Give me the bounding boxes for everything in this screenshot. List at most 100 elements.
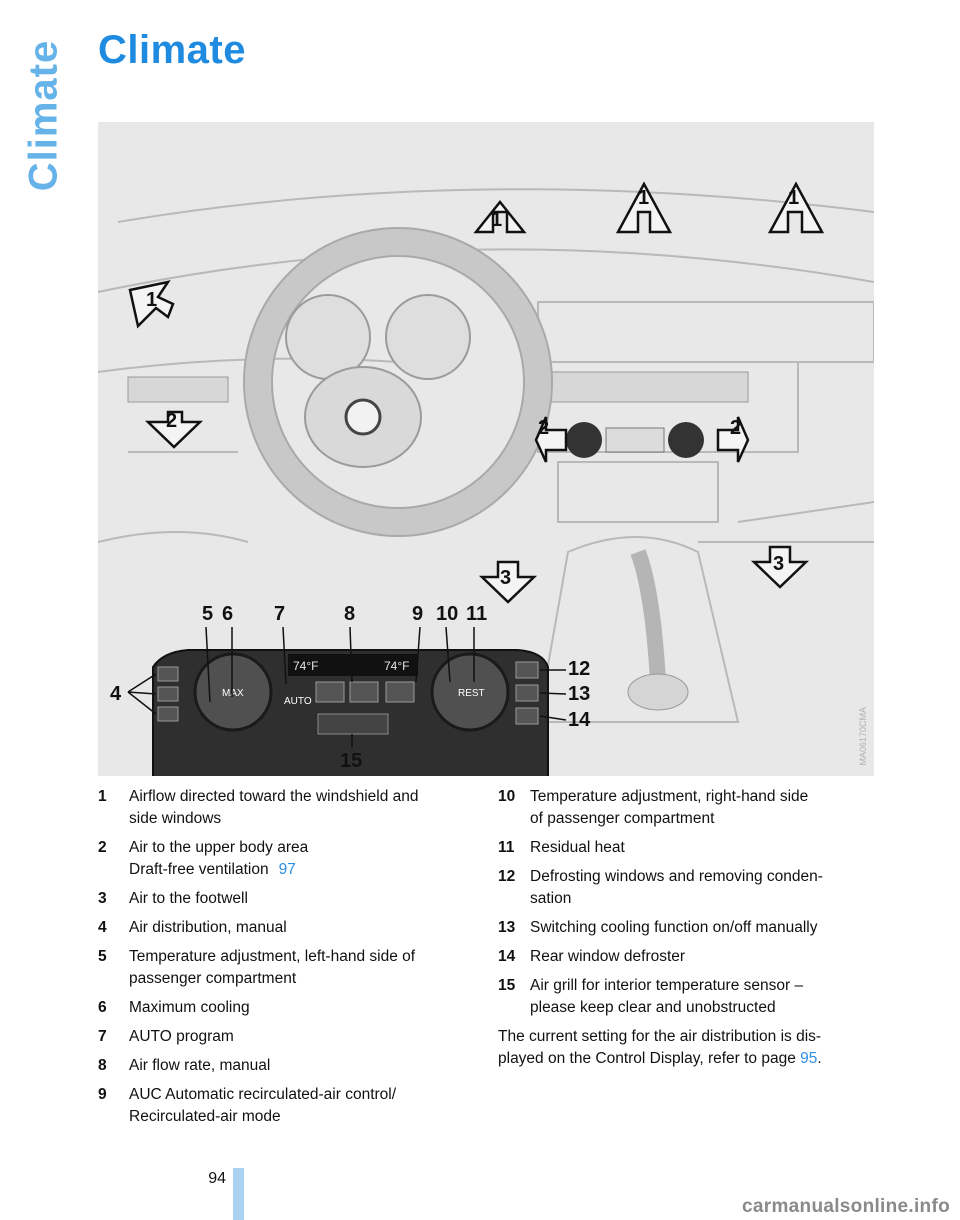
temp-left-display: 74°F	[293, 659, 318, 673]
arrow-1b	[615, 181, 673, 234]
legend-item-number: 11	[498, 839, 515, 856]
legend-item: 6 Maximum cooling	[98, 997, 470, 1019]
arrow-1c	[767, 181, 825, 234]
max-label: MAX	[222, 688, 244, 699]
callout-2b: 2	[538, 417, 549, 439]
legend-item-text: Air distribution, manual	[129, 919, 287, 936]
callout-5: 5	[202, 603, 213, 625]
callout-1b: 1	[638, 187, 649, 209]
callout-1a: 1	[491, 209, 502, 231]
arrow-1a	[473, 199, 527, 234]
callout-13: 13	[568, 683, 590, 705]
legend-item-text: side windows	[129, 810, 222, 827]
section-tab: Climate	[21, 39, 66, 191]
callout-2c: 2	[730, 417, 741, 439]
cockpit-drawing: 74°F 74°F MAX AUTO REST 1 1 1	[98, 181, 874, 776]
legend-item: 7 AUTO program	[98, 1026, 470, 1048]
legend-item-text: Draft-free ventilation	[129, 861, 269, 878]
legend-item-number: 7	[98, 1028, 107, 1045]
page-title: Climate	[98, 28, 246, 72]
legend-item-number: 2	[98, 839, 107, 856]
legend-item-text: Airflow directed toward the windshield a…	[129, 788, 419, 805]
airflow-arrows	[128, 181, 825, 604]
page-number: 94	[208, 1170, 226, 1187]
callout-3b: 3	[773, 553, 784, 575]
watermark: carmanualsonline.info	[742, 1196, 950, 1217]
rear-defrost-button	[515, 707, 539, 725]
defrost-button	[515, 661, 539, 679]
air-dist-mid-button	[157, 686, 179, 702]
legend-item-text: Rear window defroster	[530, 948, 686, 965]
legend-item-text: please keep clear and unobstructed	[530, 999, 776, 1016]
legend-item-text: Air to the upper body area	[129, 839, 309, 856]
callout-15: 15	[340, 750, 362, 772]
legend-item: 11 Residual heat	[498, 837, 870, 859]
legend-item-number: 13	[498, 919, 516, 936]
recirc-button	[385, 681, 415, 703]
callout-10: 10	[436, 603, 458, 625]
page-marker-bar	[233, 1168, 244, 1220]
arrow-3b	[750, 545, 810, 589]
legend-item-text: Recirculated-air mode	[129, 1108, 281, 1125]
fan-up-button	[349, 681, 379, 703]
section-tab-label: Climate	[21, 39, 66, 191]
legend-item-number: 12	[498, 868, 516, 885]
display-note: The current setting for the air distribu…	[498, 1026, 870, 1070]
legend-item-text: passenger compartment	[129, 970, 297, 987]
legend-item-text: AUTO program	[129, 1028, 234, 1045]
arrow-1d	[128, 280, 175, 329]
callout-14: 14	[568, 709, 591, 731]
legend-item-text: Defrosting windows and removing conden-	[530, 868, 823, 885]
legend-item-text: Temperature adjustment, left-hand side o…	[129, 948, 416, 965]
page-reference-link[interactable]: 95	[800, 1050, 818, 1067]
callout-6: 6	[222, 603, 233, 625]
callout-8: 8	[344, 603, 355, 625]
page-reference-link[interactable]: 97	[278, 861, 296, 878]
legend-item-text: Air flow rate, manual	[129, 1057, 271, 1074]
callout-9: 9	[412, 603, 423, 625]
legend-item-text: sation	[530, 890, 572, 907]
callout-1c: 1	[788, 187, 799, 209]
legend-item-text: Air to the footwell	[129, 890, 248, 907]
air-dist-bottom-button	[157, 706, 179, 722]
legend-item-number: 6	[98, 999, 107, 1016]
fan-down-button	[315, 681, 345, 703]
legend-item-number: 10	[498, 788, 516, 805]
climate-control-illustration: 74°F 74°F MAX AUTO REST 1 1 1	[98, 122, 874, 776]
legend-item-number: 1	[98, 788, 107, 805]
legend-item: 8 Air flow rate, manual	[98, 1055, 470, 1077]
legend-item-text: Maximum cooling	[129, 999, 250, 1016]
legend-item-text: Residual heat	[530, 839, 625, 856]
note-period: .	[817, 1050, 822, 1067]
auto-label: AUTO	[284, 696, 312, 707]
legend-left-column: 1 Airflow directed toward the windshield …	[98, 786, 470, 1135]
callout-1d: 1	[146, 289, 157, 311]
legend-item: 15 Air grill for interior temperature sen…	[498, 975, 870, 1019]
callout-7: 7	[274, 603, 285, 625]
arrow-2b	[534, 416, 568, 463]
callout-2a: 2	[166, 410, 177, 432]
legend-item-number: 15	[498, 977, 516, 994]
arrow-2a	[144, 410, 204, 449]
legend-item-text: Air grill for interior temperature senso…	[530, 977, 804, 994]
callout-3a: 3	[500, 567, 511, 589]
legend-item: 1 Airflow directed toward the windshield …	[98, 786, 470, 830]
legend-item-number: 8	[98, 1057, 107, 1074]
note-text: played on the Control Display, refer to …	[498, 1050, 796, 1067]
rest-label: REST	[458, 688, 485, 699]
sensor-grill	[317, 713, 389, 735]
legend-item-number: 5	[98, 948, 107, 965]
legend-item: 5 Temperature adjustment, left-hand side …	[98, 946, 470, 990]
callout-12: 12	[568, 658, 590, 680]
arrow-3a	[478, 560, 538, 604]
legend-item: 3 Air to the footwell	[98, 888, 470, 910]
legend-item-number: 3	[98, 890, 107, 907]
temp-right-display: 74°F	[384, 659, 409, 673]
